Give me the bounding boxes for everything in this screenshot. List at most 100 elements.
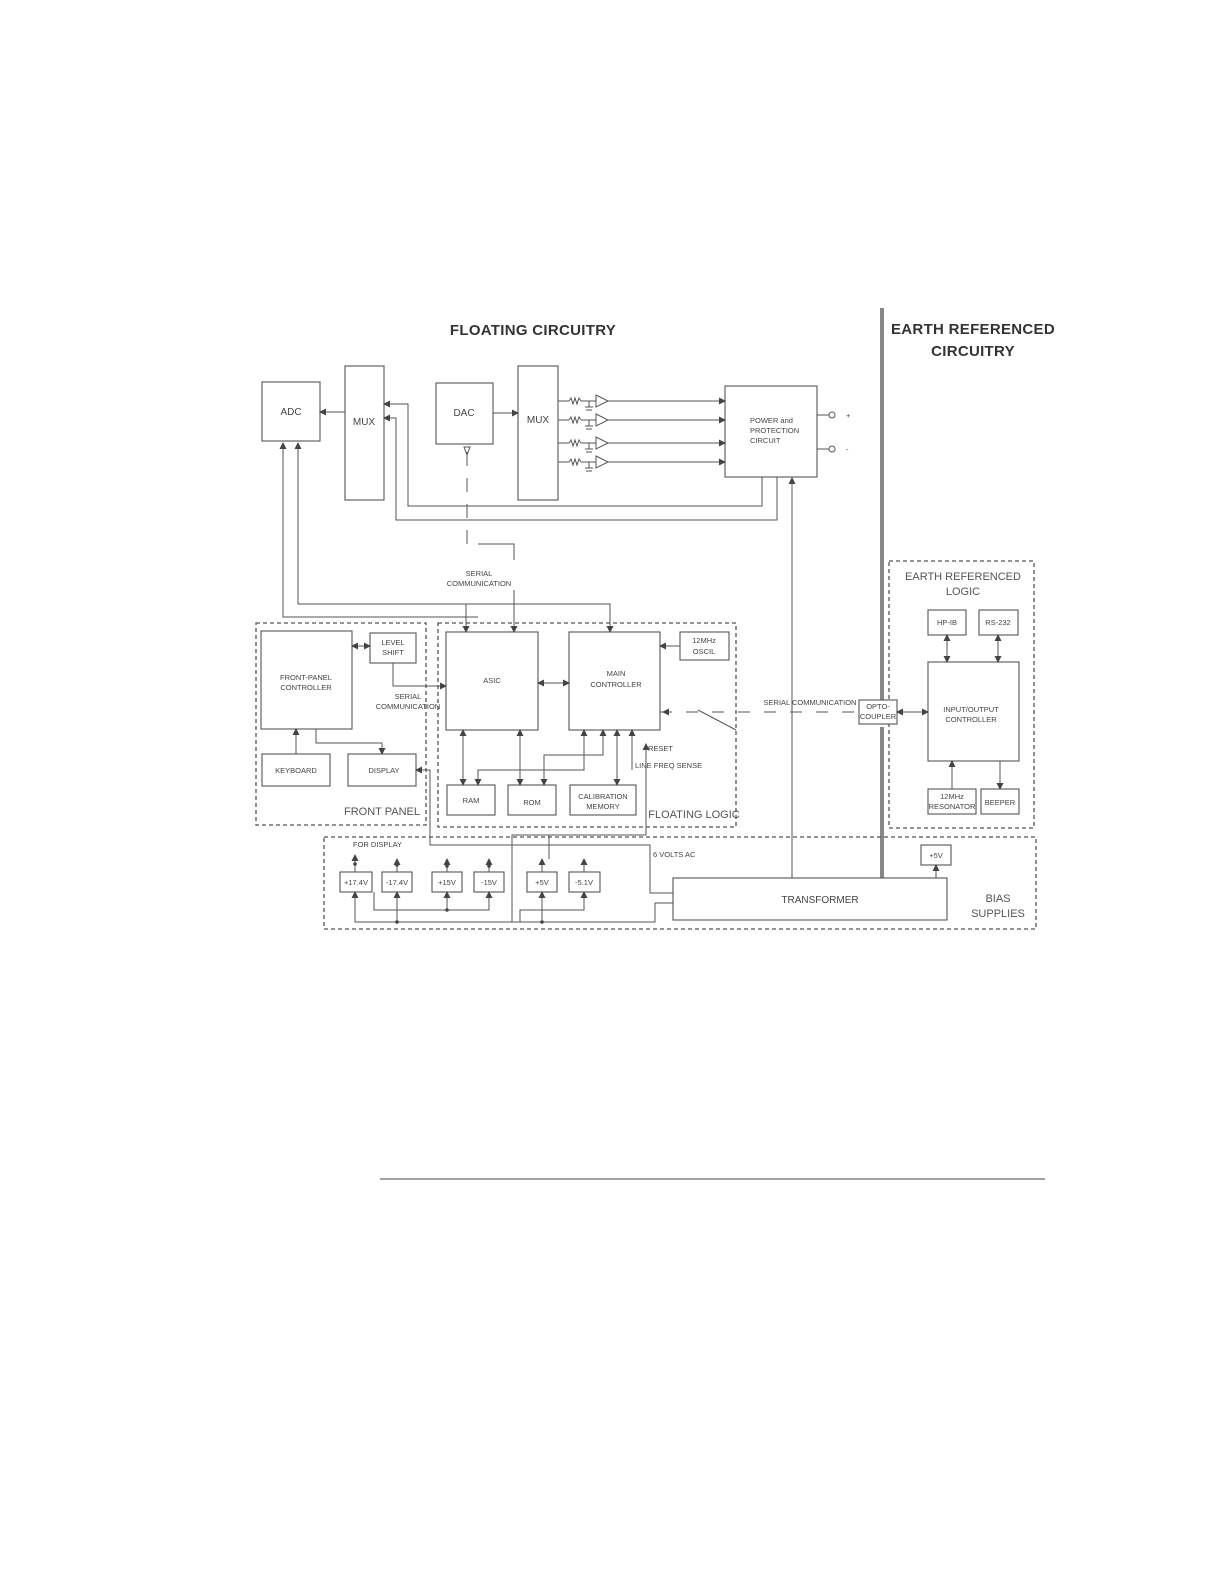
output-minus-label: - (846, 445, 849, 454)
floating-logic-label: FLOATING LOGIC (648, 809, 740, 821)
earth-logic-region (888, 560, 1035, 829)
controller-to-display-wire (315, 729, 386, 755)
serial-dash-segment (478, 543, 515, 560)
display-block: DISPLAY (347, 753, 417, 787)
amplifier-channels (558, 394, 726, 472)
keyboard-label: KEYBOARD (275, 766, 317, 775)
power-label-line2: PROTECTION (750, 426, 799, 435)
asic-block: ASIC (445, 631, 539, 731)
earth-circuitry-heading-line1: EARTH REFERENCED (891, 321, 1055, 338)
main-controller-line1: MAIN (607, 669, 626, 678)
channel-3 (558, 436, 726, 450)
keyboard-block: KEYBOARD (261, 753, 331, 787)
amplifier-icon (595, 413, 610, 427)
power-label-line1: POWER and (750, 416, 793, 425)
oscil-line2: OSCIL (693, 647, 716, 656)
opto-line2: COUPLER (860, 712, 897, 721)
serial-comm-fp-line2: COMMUNICATION (376, 702, 440, 711)
rom-label: ROM (523, 798, 541, 807)
mux-right-block: MUX (517, 365, 559, 501)
rom-block: ROM (507, 784, 557, 816)
fp-controller-line2: CONTROLLER (280, 683, 332, 692)
supply-m174-block: -17.4V (381, 871, 413, 893)
io-controller-line2: CONTROLLER (945, 715, 997, 724)
adc-to-controller-wire (466, 603, 614, 633)
bias-supplies-label-line1: BIAS (985, 893, 1010, 905)
beeper-block: BEEPER (980, 788, 1020, 815)
ram-label: RAM (463, 796, 480, 805)
mux-left-label: MUX (353, 417, 376, 428)
optocoupler-block: OPTO- COUPLER (858, 699, 898, 725)
supply-p5-block: +5V (526, 871, 558, 893)
supply-output-wires (351, 854, 588, 872)
front-panel-label: FRONT PANEL (344, 806, 420, 818)
supply-m51-label: -5.1V (575, 878, 593, 887)
earth-logic-label-line1: EARTH REFERENCED (905, 571, 1021, 583)
channel-1 (558, 394, 726, 408)
logic-power-wire (511, 834, 646, 922)
display-label: DISPLAY (368, 766, 399, 775)
for-display-label: FOR DISPLAY (353, 840, 402, 849)
supply-m15-label: -15V (481, 878, 497, 887)
transformer-block: TRANSFORMER (672, 877, 948, 921)
adc-bus-wire-1 (294, 442, 470, 633)
adc-label: ADC (280, 407, 301, 418)
dac-label: DAC (453, 408, 474, 419)
oscillator-block: 12MHz OSCIL (679, 631, 730, 661)
power-protection-block: POWER and PROTECTION CIRCUIT (724, 385, 818, 478)
controller-ram-wire (474, 729, 588, 786)
opto-line1: OPTO- (866, 702, 890, 711)
beeper-label: BEEPER (985, 798, 1016, 807)
rs232-block: RS-232 (978, 609, 1019, 636)
resonator-line1: 12MHz (940, 792, 964, 801)
mux-right-label: MUX (527, 415, 550, 426)
main-controller-block: MAIN CONTROLLER (568, 631, 661, 731)
output-plus-terminal[interactable] (828, 411, 836, 419)
mux-left-block: MUX (344, 365, 385, 501)
plus5v-earth-block: +5V (920, 844, 952, 866)
level-shift-block: LEVEL SHIFT (369, 632, 417, 664)
amplifier-icon (595, 436, 610, 450)
asic-label: ASIC (483, 676, 501, 685)
serial-comm-top-line1: SERIAL (466, 569, 493, 578)
plus5v-earth-label: +5V (929, 851, 943, 860)
supply-p174-block: +17.4V (339, 871, 373, 893)
calibration-memory-block: CALIBRATION MEMORY (569, 784, 637, 816)
channel-4 (558, 455, 726, 469)
oscil-line1: 12MHz (692, 636, 716, 645)
floating-logic-region (437, 622, 737, 828)
supply-p15-block: +15V (431, 871, 463, 893)
resonator-block: 12MHz RESONATOR (927, 788, 977, 815)
line-freq-label: LINE FREQ SENSE (635, 761, 702, 770)
io-controller-block: INPUT/OUTPUT CONTROLLER (927, 661, 1020, 762)
main-controller-line2: CONTROLLER (590, 680, 642, 689)
power-label-line3: CIRCUIT (750, 436, 781, 445)
bias-supplies-region (323, 836, 1037, 930)
dac-block: DAC (435, 382, 494, 445)
level-shift-line2: SHIFT (382, 648, 404, 657)
cal-mem-line2: MEMORY (586, 802, 620, 811)
output-minus-terminal[interactable] (828, 445, 836, 453)
serial-comm-right-label: SERIAL COMMUNICATION (764, 698, 857, 707)
controller-rom-wire (540, 729, 607, 786)
output-plus-label: + (846, 411, 851, 420)
supply-p15-label: +15V (438, 878, 456, 887)
supply-m174-label: -17.4V (386, 878, 408, 887)
level-shift-line1: LEVEL (381, 638, 404, 647)
rs232-label: RS-232 (985, 618, 1010, 627)
adc-bus-wire-2 (279, 442, 478, 618)
serial-comm-fp-line1: SERIAL (395, 692, 422, 701)
hpib-block: HP-IB (927, 609, 967, 636)
reset-label: RESET (648, 744, 673, 753)
amplifier-icon (595, 455, 610, 469)
supply-m15-block: -15V (473, 871, 505, 893)
six-volts-ac-label: 6 VOLTS AC (653, 850, 696, 859)
amplifier-icon (595, 394, 610, 408)
transformer-label: TRANSFORMER (781, 895, 858, 906)
supply-m51-block: -5.1V (568, 871, 601, 893)
level-shift-to-asic-wire (392, 663, 447, 690)
bias-supplies-label-line2: SUPPLIES (971, 908, 1025, 920)
serial-comm-top-line2: COMMUNICATION (447, 579, 511, 588)
supply-input-wires (351, 891, 673, 924)
